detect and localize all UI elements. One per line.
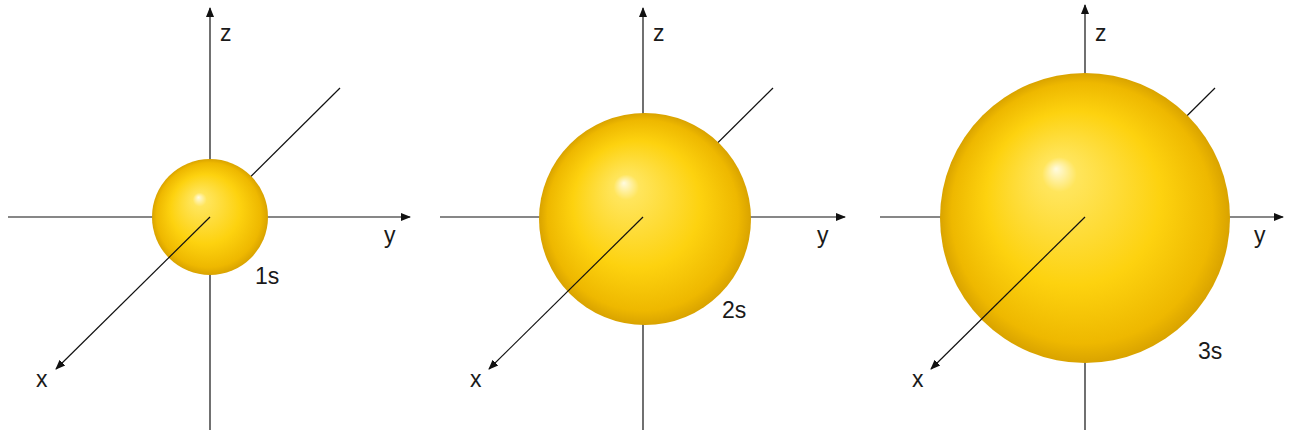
axis-label: y	[817, 224, 829, 247]
orbital-label: 1s	[255, 265, 279, 288]
axis-label: z	[220, 22, 232, 45]
orbital-sphere	[940, 73, 1230, 363]
axis-label: x	[470, 368, 482, 391]
axis-label: z	[1095, 22, 1107, 45]
axis-label: x	[36, 368, 48, 391]
orbital-label: 3s	[1198, 340, 1222, 363]
axis-label: z	[653, 22, 665, 45]
axis-label: x	[912, 368, 924, 391]
orbital-sphere	[539, 113, 751, 325]
x-axis	[56, 217, 210, 369]
x-axis	[489, 217, 643, 369]
axis-label: y	[1254, 224, 1266, 247]
x-axis	[931, 217, 1085, 369]
axis-label: y	[384, 224, 396, 247]
orbital-label: 2s	[722, 299, 746, 322]
